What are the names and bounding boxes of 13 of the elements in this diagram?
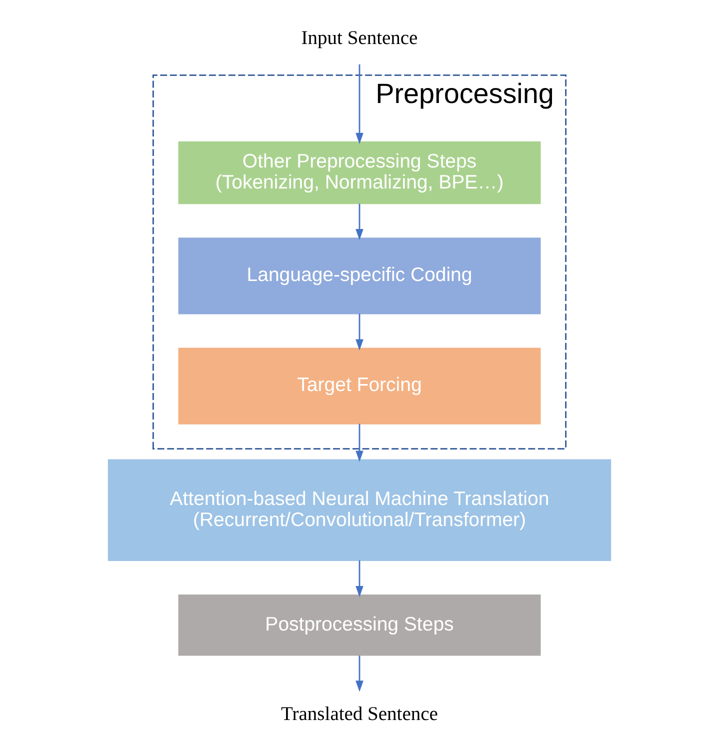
node-text: Input Sentence (300, 28, 418, 50)
arrow (355, 656, 363, 692)
arrow (355, 64, 363, 144)
node-text: Translated Sentence (280, 704, 438, 726)
arrow (355, 424, 363, 462)
arrow (355, 204, 363, 240)
node-box: Attention-based Neural Machine Translation (Recurrent/Convolutional/Transformer) (107, 459, 611, 562)
node-box: Language-specific Coding (178, 238, 540, 314)
node-box: Postprocessing Steps (178, 594, 540, 656)
node-box: Other Preprocessing Steps (Tokenizing, Normalizing, BPE…) (178, 141, 540, 204)
arrow (355, 314, 363, 350)
arrow (355, 560, 363, 598)
node-box: Target Forcing (178, 348, 540, 424)
